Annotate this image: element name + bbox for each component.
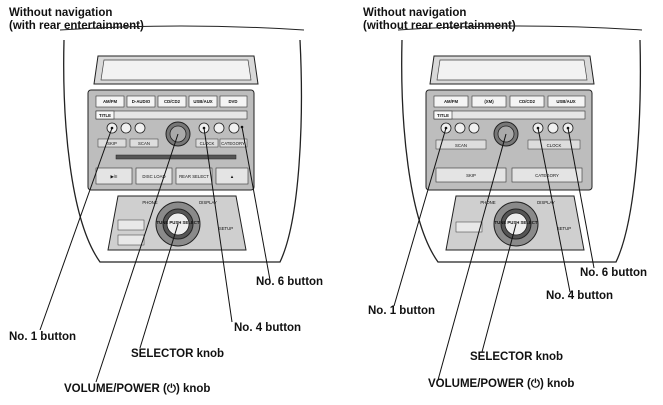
source-button-1[interactable]: AM/FM xyxy=(103,99,118,104)
callout-volume: VOLUME/POWER (⏻) knob xyxy=(64,383,211,395)
phone-button[interactable]: PHONE xyxy=(142,200,157,205)
console-drawing: AM/FM (XM) CD/CD2 USB/AUX TITLE SCAN CLO… xyxy=(393,25,643,381)
left-panel: Without navigation (with rear entertainm… xyxy=(0,0,331,405)
setup-button[interactable]: SETUP xyxy=(219,226,233,231)
console-outline xyxy=(401,39,642,263)
callout-volume: VOLUME/POWER (⏻) knob xyxy=(428,378,575,390)
leader-tips xyxy=(444,126,570,130)
preset-buttons xyxy=(440,122,574,134)
callout-selector: SELECTOR knob xyxy=(470,351,564,363)
panel-heading: Without navigation (without rear enterta… xyxy=(363,7,516,33)
right-panel: Without navigation (without rear enterta… xyxy=(332,0,663,405)
selector-knob-label: TUNE PUSH SELECT xyxy=(495,220,538,225)
source-buttons: AM/FM (XM) CD/CD2 USB/AUX xyxy=(433,95,586,108)
source-buttons: AM/FM D-AUDIO CD/CD2 USB/AUX DVD xyxy=(95,95,248,108)
console-outline xyxy=(63,39,303,263)
source-button-3[interactable]: CD/CD2 xyxy=(164,99,181,104)
phone-button[interactable]: PHONE xyxy=(480,200,495,205)
heading-line-1: Without navigation xyxy=(9,7,113,19)
clock-button[interactable]: CLOCK xyxy=(200,141,215,146)
callout-no4: No. 4 button xyxy=(234,322,302,334)
clock-button[interactable]: CLOCK xyxy=(547,143,562,148)
source-button-5[interactable]: DVD xyxy=(228,99,237,104)
source-button-4[interactable]: USB/AUX xyxy=(193,99,212,104)
setup-button[interactable]: SETUP xyxy=(557,226,571,231)
rear-select-button[interactable]: REAR SELECT xyxy=(179,174,209,179)
category-button[interactable]: CATEGORY xyxy=(221,141,245,146)
title-button[interactable]: TITLE xyxy=(99,113,111,118)
display-button[interactable]: DISPLAY xyxy=(199,200,217,205)
title-button[interactable]: TITLE xyxy=(437,113,449,118)
heading-line-1: Without navigation xyxy=(363,7,467,19)
source-button-1[interactable]: AM/FM xyxy=(444,99,459,104)
play-pause-button[interactable]: ▶/II xyxy=(111,174,118,179)
source-button-4[interactable]: USB/AUX xyxy=(556,99,575,104)
disc-slot xyxy=(115,154,237,160)
panel-heading: Without navigation (with rear entertainm… xyxy=(9,7,144,33)
source-button-3[interactable]: CD/CD2 xyxy=(519,99,536,104)
selector-knob-label: TUNE PUSH SELECT xyxy=(157,220,200,225)
callout-no6: No. 6 button xyxy=(580,267,648,279)
heading-line-2: (without rear entertainment) xyxy=(363,20,516,32)
callout-no1: No. 1 button xyxy=(9,331,77,343)
leader-lines xyxy=(393,127,595,381)
source-button-2[interactable]: (XM) xyxy=(484,99,494,104)
scan-button[interactable]: SCAN xyxy=(138,141,150,146)
scan-button[interactable]: SCAN xyxy=(455,143,467,148)
callout-no6: No. 6 button xyxy=(256,276,324,288)
callout-no4: No. 4 button xyxy=(546,290,614,302)
skip-button[interactable]: SKIP xyxy=(466,173,476,178)
source-button-2[interactable]: D-AUDIO xyxy=(132,99,151,104)
disc-load-button[interactable]: DISC LOAD xyxy=(142,174,165,179)
leader-tips xyxy=(110,125,244,130)
heading-line-2: (with rear entertainment) xyxy=(9,20,144,32)
display-button[interactable]: DISPLAY xyxy=(537,200,555,205)
console-drawing: AM/FM D-AUDIO CD/CD2 USB/AUX DVD TITLE S… xyxy=(39,25,305,383)
skip-button[interactable]: SKIP xyxy=(107,141,117,146)
callout-selector: SELECTOR knob xyxy=(131,348,225,360)
eject-button[interactable]: ▲ xyxy=(230,174,234,179)
callout-no1: No. 1 button xyxy=(368,305,436,317)
leader-lines xyxy=(39,126,271,383)
